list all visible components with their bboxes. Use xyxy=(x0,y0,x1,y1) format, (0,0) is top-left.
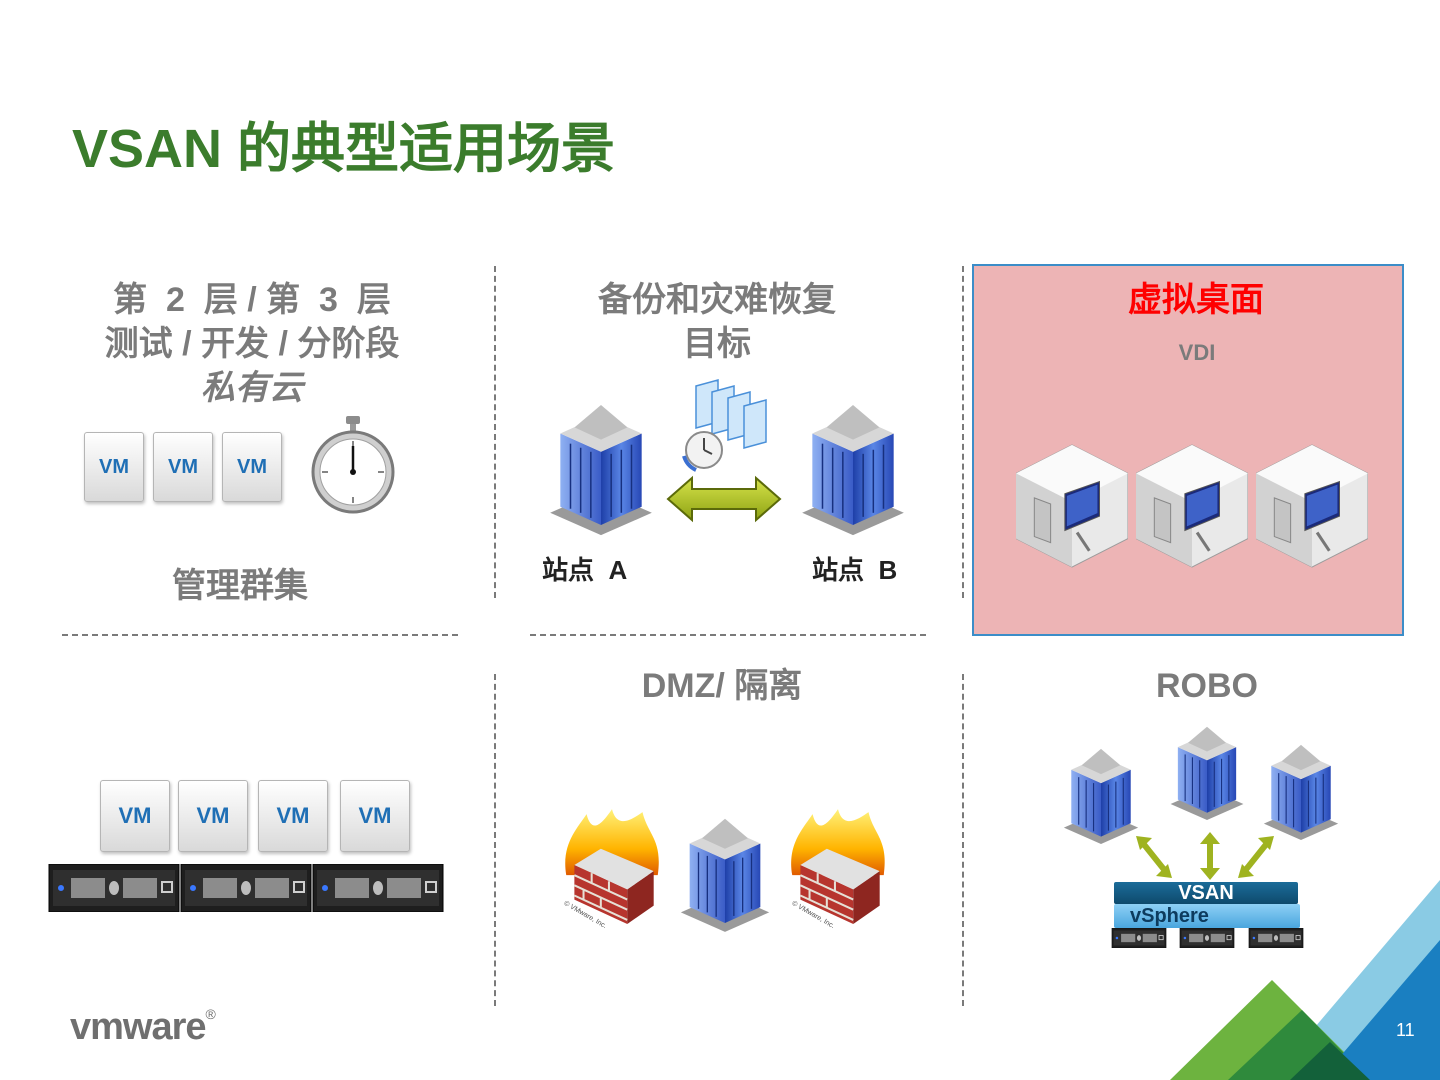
dr-line2: 目标 xyxy=(683,325,751,363)
bidirectional-arrow-icon xyxy=(666,475,782,523)
vdi-heading: 虚拟桌面 xyxy=(1128,281,1264,319)
dr-line1: 备份和灾难恢复 xyxy=(598,281,836,319)
mgmt-heading: 管理群集 xyxy=(172,567,308,605)
dr-heading: 备份和灾难恢复 目标 xyxy=(530,278,904,366)
virtual-desktop-icon xyxy=(1136,444,1248,568)
tier-heading: 第 2 层 / 第 3 层 测试 / 开发 / 分阶段 私有云 xyxy=(62,278,442,410)
arrow-icon xyxy=(1238,836,1274,878)
virtual-desktop-icon xyxy=(1256,444,1368,568)
vsan-bar: VSAN xyxy=(1114,882,1298,904)
site-b-label: 站点 B xyxy=(812,555,898,585)
divider-vertical xyxy=(962,266,964,598)
vm-box: VM xyxy=(100,780,170,852)
vm-box: VM xyxy=(178,780,248,852)
site-a-label: 站点 A xyxy=(542,555,628,585)
robo-heading: ROBO xyxy=(1156,667,1258,705)
divider-horizontal xyxy=(530,634,926,636)
building-icon xyxy=(540,392,662,536)
tier-line1: 第 2 层 / 第 3 层 xyxy=(113,281,391,319)
divider-vertical xyxy=(494,674,496,1006)
server-icon xyxy=(312,864,444,912)
vm-box: VM xyxy=(258,780,328,852)
building-icon xyxy=(1244,736,1358,840)
arrow-icon xyxy=(1200,832,1220,880)
tier-line3: 私有云 xyxy=(201,369,303,407)
virtual-desktop-icon xyxy=(1016,444,1128,568)
vm-box: VM xyxy=(84,432,144,502)
backup-snapshots-icon xyxy=(682,379,767,472)
dmz-heading: DMZ/ 隔离 xyxy=(641,667,803,705)
building-icon xyxy=(1044,740,1158,844)
building-icon xyxy=(792,392,914,536)
server-icon xyxy=(180,864,312,912)
slide-title: VSAN 的典型适用场景 xyxy=(72,119,616,179)
divider-vertical xyxy=(494,266,496,598)
vm-box: VM xyxy=(222,432,282,502)
server-icon xyxy=(48,864,180,912)
divider-vertical xyxy=(962,674,964,1006)
vm-box: VM xyxy=(340,780,410,852)
building-icon xyxy=(672,790,778,950)
page-number: 11 xyxy=(1396,1020,1415,1040)
vmware-logo-text: vmware xyxy=(70,1006,207,1048)
tier-line2: 测试 / 开发 / 分阶段 xyxy=(104,325,400,363)
server-icon xyxy=(1108,928,1170,948)
vm-box: VM xyxy=(153,432,213,502)
vmware-logo: vmware® xyxy=(70,1006,216,1049)
arrow-icon xyxy=(1136,836,1172,878)
divider-horizontal xyxy=(62,634,458,636)
vdi-subheading: VDI xyxy=(1178,340,1216,365)
stopwatch-icon xyxy=(311,416,395,514)
trademark-mark: ® xyxy=(205,1006,216,1022)
corner-decoration xyxy=(1170,880,1440,1080)
vsphere-bar: vSphere xyxy=(1114,904,1300,928)
